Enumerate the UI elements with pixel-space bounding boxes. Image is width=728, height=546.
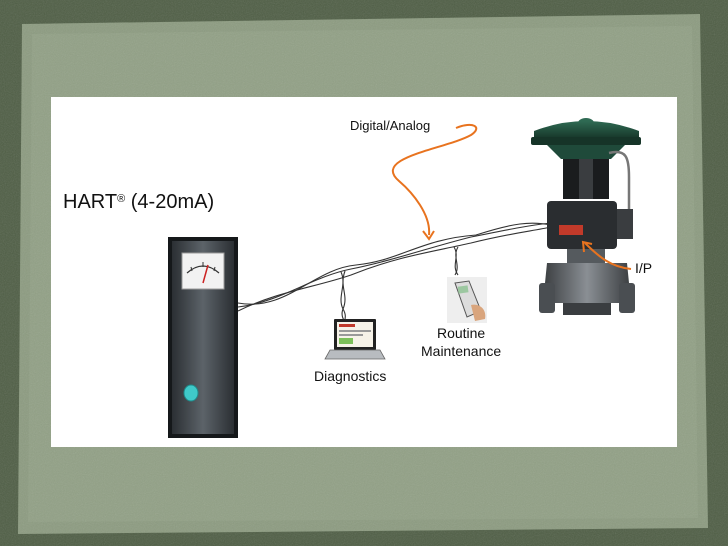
laptop-icon (324, 319, 386, 360)
hart-title: HART® (4-20mA) (63, 191, 214, 214)
twisted-pair-wire (237, 222, 552, 330)
registered-mark: ® (117, 193, 126, 205)
routine-label-line2: Maintenance (421, 343, 502, 359)
routine-label-line1: Routine (436, 325, 486, 341)
analog-meter-icon (168, 237, 238, 438)
hart-title-prefix: HART (63, 191, 118, 213)
digital-analog-label: Digital/Analog (350, 118, 431, 133)
diagram-graphics (168, 118, 641, 438)
control-valve-icon (531, 118, 641, 315)
routine-maintenance-label: Routine Maintenance (421, 324, 501, 360)
ip-label: I/P (635, 260, 653, 276)
diagram-panel: HART® (4-20mA) Digital/Analog Diagnostic… (51, 97, 677, 447)
diagnostics-label: Diagnostics (314, 368, 387, 384)
handheld-communicator-icon (447, 277, 487, 323)
orange-arrows (391, 124, 632, 270)
hart-title-suffix: (4-20mA) (125, 191, 215, 213)
